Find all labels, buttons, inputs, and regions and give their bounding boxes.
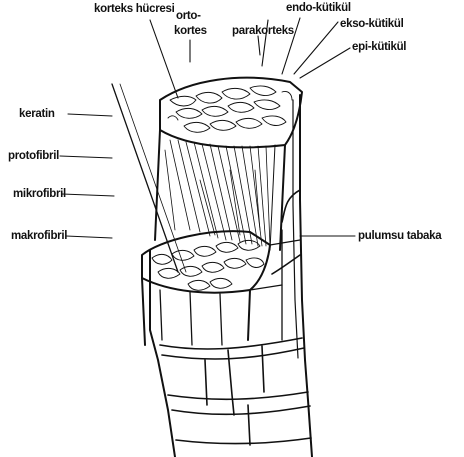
label-orto-line1: orto-	[176, 10, 201, 22]
lower-face-cells	[152, 240, 264, 290]
label-epi-kutikul: epi-kütikül	[352, 41, 406, 53]
label-pulumsu-tabaka: pulumsu tabaka	[358, 230, 441, 242]
lower-block	[142, 230, 300, 345]
label-endo-kutikul: endo-kütikül	[286, 2, 351, 14]
label-makrofibril: makrofibril	[11, 230, 67, 242]
hair-shaft	[150, 95, 312, 457]
fibril-striations	[165, 140, 270, 246]
label-keratin: keratin	[19, 108, 55, 120]
label-parakorteks: parakorteks	[232, 25, 294, 37]
top-face-cells	[168, 86, 292, 132]
label-korteks-hucresi: korteks hücresi	[94, 3, 175, 15]
cuticle-scales	[160, 190, 311, 445]
label-ekso-kutikul: ekso-kütikül	[340, 18, 404, 30]
label-protofibril: protofibril	[8, 150, 59, 162]
label-mikrofibril: mikrofibril	[13, 188, 66, 200]
label-orto-line2: kortes	[174, 25, 207, 37]
